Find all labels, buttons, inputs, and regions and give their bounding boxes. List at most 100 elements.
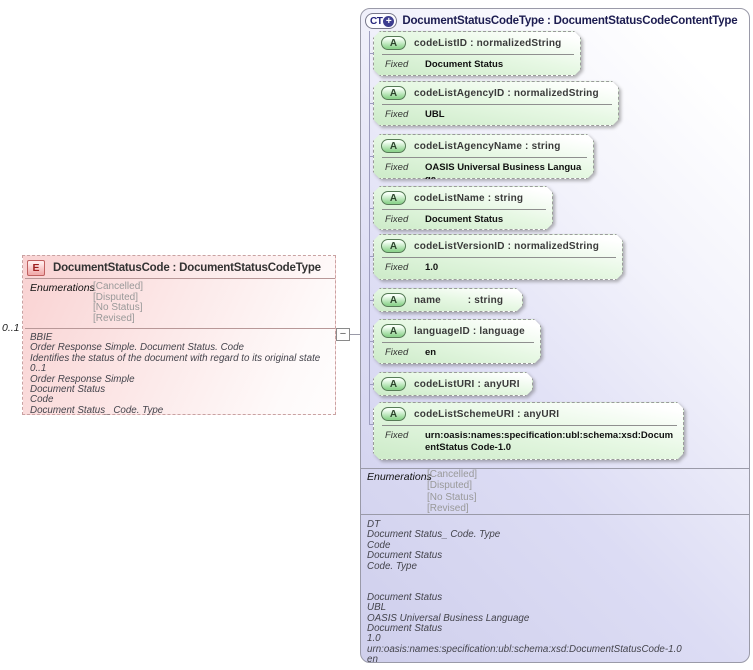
complex-type-header: CT + DocumentStatusCodeType : DocumentSt… bbox=[365, 12, 738, 30]
attribute-label: codeListAgencyID : normalizedString bbox=[414, 87, 599, 99]
fixed-value: UBL bbox=[425, 109, 445, 120]
fixed-value: en bbox=[425, 347, 437, 358]
divider bbox=[25, 328, 335, 329]
documentation-line: Order Response Simple bbox=[30, 373, 135, 385]
enumerations-label: Enumerations bbox=[367, 471, 432, 483]
divider bbox=[382, 209, 546, 210]
fixed-value: 1.0 bbox=[425, 262, 439, 273]
fixed-label: Fixed bbox=[385, 214, 409, 225]
tree-trunk-line bbox=[369, 31, 370, 424]
enumeration-value: [Revised] bbox=[427, 502, 469, 514]
annotation-line: DT bbox=[367, 519, 381, 530]
annotation-line: 1.0 bbox=[367, 633, 381, 645]
collapse-toggle[interactable]: − bbox=[336, 328, 350, 341]
fixed-label: Fixed bbox=[385, 59, 409, 70]
documentation-line: BBIE bbox=[30, 332, 53, 343]
tree-branch-line bbox=[369, 300, 374, 301]
documentation-line: Document Status_ Code. Type bbox=[30, 404, 164, 416]
enumeration-value: [Cancelled] bbox=[93, 281, 144, 292]
element-header: E DocumentStatusCode : DocumentStatusCod… bbox=[27, 259, 321, 277]
fixed-value: Document Status bbox=[425, 214, 504, 225]
fixed-value: OASIS Universal Business Language bbox=[425, 162, 582, 185]
divider bbox=[382, 54, 574, 55]
attribute-icon: A bbox=[381, 191, 406, 205]
annotation-line: OASIS Universal Business Language bbox=[367, 612, 530, 624]
documentation-line: 0..1 bbox=[30, 363, 47, 375]
annotation-line: Code bbox=[367, 539, 391, 551]
element-box[interactable]: E DocumentStatusCode : DocumentStatusCod… bbox=[22, 255, 336, 416]
tree-branch-line bbox=[369, 208, 374, 209]
attribute-icon: A bbox=[381, 86, 406, 100]
attribute-icon: A bbox=[381, 36, 406, 50]
enumeration-list: [Cancelled][Disputed][No Status][Revised… bbox=[93, 281, 143, 324]
annotation-line: Document Status bbox=[367, 622, 443, 634]
fixed-value: urn:oasis:names:specification:ubl:schema… bbox=[425, 430, 674, 453]
annotation-line: Document Status bbox=[367, 550, 443, 562]
annotation-line: Document Status_ Code. Type bbox=[367, 529, 501, 541]
enumerations-label: Enumerations bbox=[30, 282, 95, 294]
tree-branch-line bbox=[369, 256, 374, 257]
fixed-label: Fixed bbox=[385, 430, 409, 441]
annotation-line: Code. Type bbox=[367, 560, 417, 572]
complex-type-panel: CT + DocumentStatusCodeType : DocumentSt… bbox=[360, 8, 750, 666]
attribute-label: name : string bbox=[414, 294, 504, 306]
element-title: DocumentStatusCode : DocumentStatusCodeT… bbox=[53, 262, 321, 274]
enumeration-value: [Disputed] bbox=[93, 291, 139, 303]
enumeration-value: [No Status] bbox=[427, 491, 477, 503]
complex-type-title: DocumentStatusCodeType : DocumentStatusC… bbox=[402, 15, 738, 27]
cardinality-label: 0..1 bbox=[2, 322, 20, 334]
divider bbox=[382, 342, 534, 343]
complex-type-icon: CT + bbox=[365, 13, 398, 29]
attribute-icon: A bbox=[381, 239, 406, 253]
attribute-label: codeListSchemeURI : anyURI bbox=[414, 408, 560, 420]
attribute-label: codeListID : normalizedString bbox=[414, 37, 562, 49]
documentation-line: Order Response Simple. Document Status. … bbox=[30, 342, 245, 354]
annotation-line: UBL bbox=[367, 602, 387, 614]
enumeration-value: [No Status] bbox=[93, 302, 143, 314]
documentation-line: Code bbox=[30, 394, 54, 406]
documentation-line: Identifies the status of the document wi… bbox=[30, 352, 321, 364]
tree-branch-line bbox=[369, 103, 374, 104]
attribute-label: codeListURI : anyURI bbox=[414, 378, 520, 390]
annotation-line bbox=[367, 571, 682, 581]
attribute-icon: A bbox=[381, 293, 406, 307]
enumeration-value: [Cancelled] bbox=[427, 469, 478, 480]
divider bbox=[382, 257, 616, 258]
tree-branch-line bbox=[369, 53, 374, 54]
annotation-line: en bbox=[367, 654, 378, 666]
attribute-icon: A bbox=[381, 139, 406, 153]
divider bbox=[361, 514, 749, 515]
annotation-line: Document Status bbox=[367, 591, 443, 603]
connector-line bbox=[349, 334, 361, 335]
fixed-value: Document Status bbox=[425, 59, 504, 70]
divider bbox=[25, 278, 335, 279]
tree-branch-line bbox=[369, 156, 374, 157]
divider bbox=[361, 468, 749, 469]
divider bbox=[382, 104, 612, 105]
divider bbox=[382, 157, 587, 158]
attribute-icon: A bbox=[381, 407, 406, 421]
attribute-icon: A bbox=[381, 377, 406, 391]
documentation-line: Document Status bbox=[30, 383, 106, 395]
enumeration-value: [Revised] bbox=[93, 313, 135, 325]
enumeration-list: [Cancelled][Disputed][No Status][Revised… bbox=[427, 469, 477, 514]
enumeration-value: [Disputed] bbox=[427, 480, 473, 492]
annotation-line bbox=[367, 581, 682, 591]
fixed-label: Fixed bbox=[385, 162, 409, 173]
attribute-icon: A bbox=[381, 324, 406, 338]
element-icon: E bbox=[27, 260, 45, 276]
tree-branch-line bbox=[369, 341, 374, 342]
fixed-label: Fixed bbox=[385, 109, 409, 120]
